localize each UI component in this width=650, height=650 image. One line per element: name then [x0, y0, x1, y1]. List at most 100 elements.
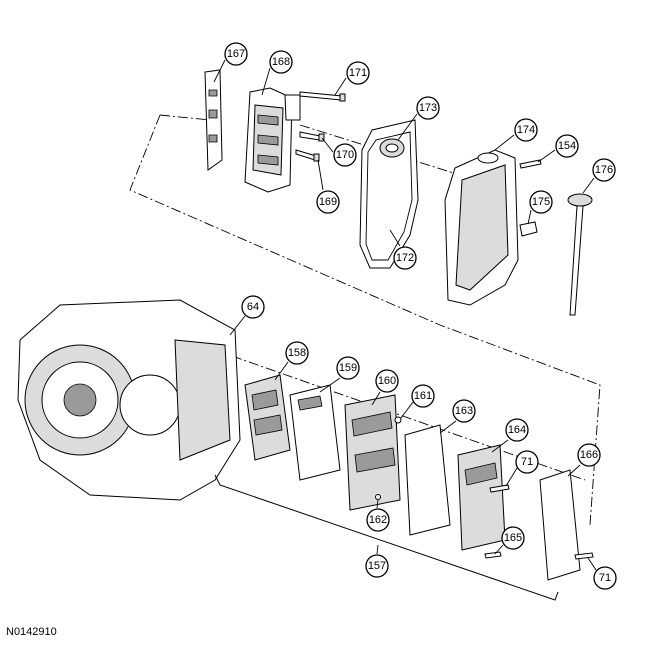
callout-label: 71	[599, 572, 611, 584]
callout-label: 160	[378, 375, 396, 387]
callout-label: 71	[521, 456, 533, 468]
callout-173: 173	[416, 96, 440, 120]
callout-circle	[577, 443, 601, 467]
callout-label: 164	[508, 424, 526, 436]
callout-group: 167 168 171 173 174 154 170 176 169 175 172 64 158 15…	[224, 42, 617, 590]
callout-label: 170	[336, 149, 354, 161]
callout-171: 171	[346, 61, 370, 85]
callout-label: 174	[517, 124, 535, 136]
callout-circle	[366, 508, 390, 532]
callout-circle	[501, 526, 525, 550]
callout-circle	[592, 158, 616, 182]
callout-circle	[515, 450, 539, 474]
figure-id-label: N0142910	[6, 626, 57, 638]
leader-lines	[213, 59, 597, 571]
part-71-bolt-upper	[489, 484, 510, 493]
callout-label: 172	[396, 252, 414, 264]
callout-circle	[375, 369, 399, 393]
callout-167: 167	[224, 42, 248, 66]
callout-circle	[593, 566, 617, 590]
callout-circle	[393, 246, 417, 270]
callout-71: 71	[593, 566, 617, 590]
callout-label: 163	[455, 405, 473, 417]
callout-label: 157	[368, 560, 386, 572]
callout-label: 161	[414, 390, 432, 402]
callout-168: 168	[269, 50, 293, 74]
part-161-check-ball	[394, 416, 402, 424]
callout-label: 162	[369, 514, 387, 526]
callout-161: 161	[411, 384, 435, 408]
part-168-solenoid-body	[244, 87, 301, 193]
part-71-bolt-lower	[574, 552, 594, 560]
callout-circle	[346, 61, 370, 85]
callout-label: 175	[532, 196, 550, 208]
callout-label: 154	[558, 140, 576, 152]
callout-159: 159	[336, 356, 360, 380]
part-166-cover-plate	[539, 469, 581, 581]
callout-circle	[224, 42, 248, 66]
callout-169: 169	[316, 190, 340, 214]
part-172-gasket	[359, 119, 419, 269]
callout-label: 171	[349, 67, 367, 79]
callout-label: 165	[504, 532, 522, 544]
callout-158: 158	[285, 341, 309, 365]
callout-circle	[241, 295, 265, 319]
callout-172: 172	[393, 246, 417, 270]
part-163-separator-plate	[404, 424, 451, 536]
callout-circle	[416, 96, 440, 120]
part-174-cover	[444, 149, 519, 306]
part-159-separator-plate	[289, 384, 341, 481]
callout-label: 168	[272, 56, 290, 68]
callout-157: 157	[365, 554, 389, 578]
callout-label: 173	[419, 102, 437, 114]
callout-176: 176	[592, 158, 616, 182]
callout-170: 170	[333, 143, 357, 167]
callout-circle	[514, 118, 538, 142]
part-158-valve-body	[244, 374, 291, 461]
part-162-check-ball	[375, 494, 381, 500]
part-175-clip	[519, 221, 538, 237]
callout-circle	[285, 341, 309, 365]
callout-circle	[452, 399, 476, 423]
callout-162: 162	[366, 508, 390, 532]
callout-label: 166	[580, 449, 598, 461]
bracket-157	[214, 474, 559, 601]
callout-label: 64	[247, 301, 259, 313]
callout-174: 174	[514, 118, 538, 142]
callout-164: 164	[505, 418, 529, 442]
callout-label: 167	[227, 48, 245, 60]
callout-circle	[316, 190, 340, 214]
callout-165: 165	[501, 526, 525, 550]
callout-label: 159	[339, 362, 357, 374]
callout-circle	[269, 50, 293, 74]
callout-circle	[555, 134, 579, 158]
part-165-bolt	[484, 551, 502, 559]
callout-166: 166	[577, 443, 601, 467]
callout-71: 71	[515, 450, 539, 474]
callout-circle	[333, 143, 357, 167]
part-173-seal	[379, 138, 405, 158]
part-170-bolt	[299, 131, 325, 142]
callout-circle	[505, 418, 529, 442]
part-176-dipstick	[567, 193, 593, 316]
part-167-connector-strip	[204, 69, 223, 171]
callout-circle	[411, 384, 435, 408]
assembly-outline-upper	[129, 114, 601, 526]
callout-160: 160	[375, 369, 399, 393]
callout-circle	[336, 356, 360, 380]
callout-label: 176	[595, 164, 613, 176]
part-164-valve-body	[457, 444, 506, 551]
callout-circle	[529, 190, 553, 214]
part-171-bolt	[299, 91, 346, 102]
callout-label: 169	[319, 196, 337, 208]
part-154-bolt	[519, 159, 542, 169]
part-64-transmission-case	[17, 299, 241, 501]
callout-circle	[365, 554, 389, 578]
callout-163: 163	[452, 399, 476, 423]
callout-label: 158	[288, 347, 306, 359]
callout-64: 64	[241, 295, 265, 319]
callout-154: 154	[555, 134, 579, 158]
part-160-main-valve-body	[344, 394, 401, 511]
part-169-bolt	[295, 149, 320, 162]
